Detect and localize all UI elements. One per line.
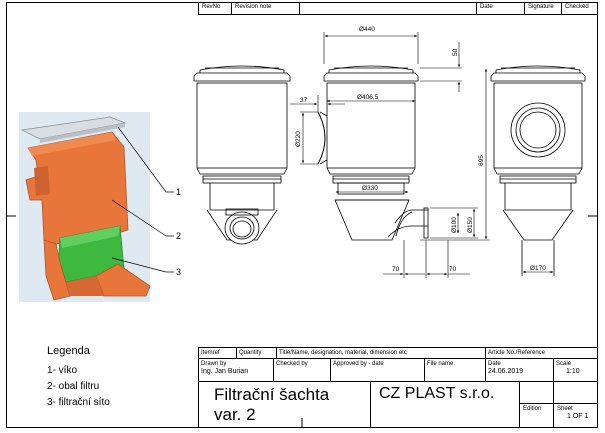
checked-by-label: Checked by bbox=[273, 359, 330, 382]
revision-spacer bbox=[299, 2, 476, 15]
article-no-header: Article No./Reference bbox=[485, 347, 598, 359]
title-col-header: Title/Name, designation, material, dimen… bbox=[276, 347, 485, 359]
dim-top-width: Ø440 bbox=[359, 26, 375, 33]
dim-total-height: 695 bbox=[478, 155, 485, 166]
dim-outlet-offset-b: 70 bbox=[449, 266, 457, 273]
revision-note-header: Revision note bbox=[231, 2, 299, 15]
legend-item-2: 2- obal filtru bbox=[47, 381, 100, 392]
scale-label: Scale bbox=[556, 361, 572, 367]
drawn-by-label: Drawn by bbox=[201, 361, 227, 367]
sheet-label: Sheet bbox=[557, 406, 573, 412]
callout-2: 2 bbox=[176, 231, 181, 241]
legend-item-3: 3- filtrační síto bbox=[47, 397, 110, 408]
dim-bottom-dia: Ø330 bbox=[362, 185, 378, 192]
sheet-cell: Sheet 1 OF 1 bbox=[553, 403, 598, 428]
dim-pipe-dia-a: Ø100 bbox=[451, 217, 458, 233]
file-name-label: File name bbox=[424, 359, 485, 382]
checked-header: Checked bbox=[561, 2, 598, 15]
drawing-title-line2: var. 2 bbox=[214, 405, 256, 424]
edition-top-cell bbox=[519, 382, 553, 403]
dim-outlet-offset-a: 70 bbox=[392, 266, 400, 273]
drawn-by-cell: Drawn by Ing. Jan Burian bbox=[198, 359, 273, 382]
callout-leaders bbox=[111, 126, 174, 273]
approved-by-label: Approved by - date bbox=[330, 359, 424, 382]
dim-body-inner: Ø406,5 bbox=[357, 94, 379, 101]
dim-offset: 37 bbox=[300, 97, 308, 104]
date-cell: Date 24.06.2019 bbox=[485, 359, 553, 382]
rev-no-header: RevNo bbox=[198, 2, 231, 15]
sheet-top-cell bbox=[553, 382, 598, 403]
dim-lid-height: 50 bbox=[452, 48, 459, 56]
view-left-elevation bbox=[193, 65, 291, 245]
view-right-elevation bbox=[490, 65, 586, 276]
sheet-value: 1 OF 1 bbox=[567, 413, 589, 420]
callout-3: 3 bbox=[176, 267, 181, 277]
date-label: Date bbox=[488, 361, 501, 367]
legend-title: Legenda bbox=[47, 345, 90, 357]
drawn-by-value: Ing. Jan Burian bbox=[201, 368, 249, 375]
drawing-title-cell: Filtrační šachta var. 2 bbox=[198, 382, 370, 428]
item-ref-header: Itemref bbox=[198, 347, 236, 359]
dim-pipe-dia-b: Ø150 bbox=[467, 217, 474, 233]
view-front-elevation bbox=[317, 65, 429, 241]
scale-cell: Scale 1:10 bbox=[553, 359, 598, 382]
quantity-header: Quantity bbox=[236, 347, 276, 359]
dimension-lines bbox=[290, 32, 490, 278]
dim-side-dia: Ø220 bbox=[295, 131, 302, 147]
company-name: CZ PLAST s.r.o. bbox=[370, 382, 519, 428]
render-illustration bbox=[19, 112, 151, 302]
edition-label: Edition bbox=[519, 403, 553, 428]
signature-header: Signature bbox=[524, 2, 561, 15]
date-value: 24.06.2019 bbox=[488, 368, 524, 375]
legend-item-1: 1- víko bbox=[47, 365, 78, 376]
rev-date-header: Date bbox=[476, 2, 524, 15]
dim-outlet-dia: Ø170 bbox=[530, 265, 546, 272]
scale-value: 1:10 bbox=[566, 368, 580, 375]
callout-1: 1 bbox=[176, 187, 181, 197]
drawing-title-line1: Filtrační šachta bbox=[214, 385, 330, 404]
